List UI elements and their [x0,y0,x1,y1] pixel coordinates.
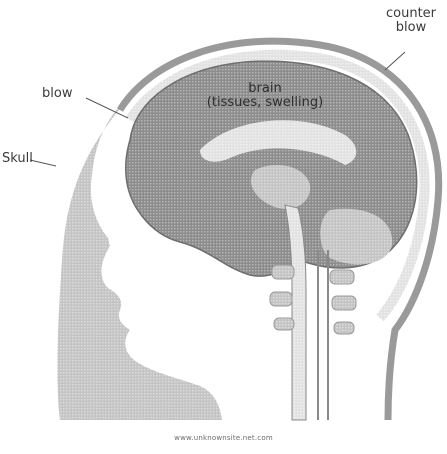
counter-blow-pointer-line [385,52,405,70]
skull-label: Skull [2,152,33,166]
blow-label: blow [42,87,72,101]
vertebrae [270,265,356,334]
source-caption: www.unknownsite.net.com [0,434,447,442]
brain-label: brain (tissues, swelling) [190,82,340,110]
counter-blow-label: counter blow [375,7,447,35]
skull-pointer-line [30,160,56,166]
spinal-canal [318,250,328,420]
